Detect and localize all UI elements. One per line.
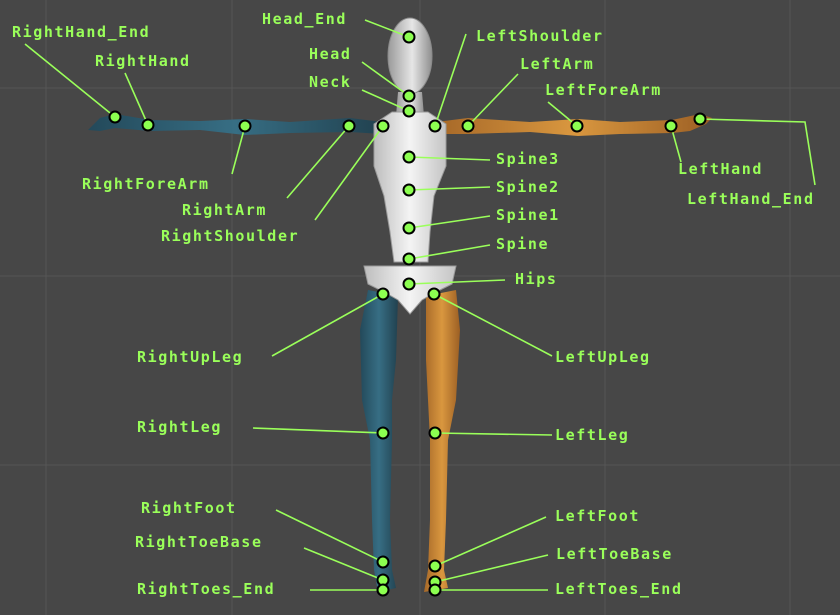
label-left-leg: LeftLeg <box>555 426 629 444</box>
label-right-foot: RightFoot <box>141 499 237 517</box>
label-hips: Hips <box>515 270 558 288</box>
joint-right-up-leg[interactable] <box>376 287 390 301</box>
joint-spine3[interactable] <box>402 150 416 164</box>
label-left-hand: LeftHand <box>678 160 763 178</box>
label-right-hand: RightHand <box>95 52 191 70</box>
joint-spine2[interactable] <box>402 183 416 197</box>
joint-head-end[interactable] <box>402 30 416 44</box>
joint-left-arm[interactable] <box>461 119 475 133</box>
label-right-shoulder: RightShoulder <box>161 227 299 245</box>
joint-markers <box>108 30 707 597</box>
joint-left-fore-arm[interactable] <box>570 119 584 133</box>
label-right-arm: RightArm <box>182 201 267 219</box>
joint-right-arm[interactable] <box>342 119 356 133</box>
label-spine2: Spine2 <box>496 178 560 196</box>
right-leg-mesh <box>360 290 398 592</box>
label-left-toe-base: LeftToeBase <box>556 545 673 563</box>
label-left-shoulder: LeftShoulder <box>476 27 604 45</box>
label-right-leg: RightLeg <box>137 418 222 436</box>
label-right-hand-end: RightHand_End <box>12 23 150 41</box>
joint-spine[interactable] <box>402 252 416 266</box>
label-right-toes-end: RightToes_End <box>137 580 275 598</box>
label-left-foot: LeftFoot <box>555 507 640 525</box>
label-left-up-leg: LeftUpLeg <box>555 348 651 366</box>
joint-left-up-leg[interactable] <box>427 287 441 301</box>
head-mesh <box>387 17 433 95</box>
label-left-arm: LeftArm <box>520 55 594 73</box>
label-right-up-leg: RightUpLeg <box>137 348 243 366</box>
label-right-toe-base: RightToeBase <box>135 533 263 551</box>
joint-left-leg[interactable] <box>428 426 442 440</box>
label-left-toes-end: LeftToes_End <box>555 580 683 598</box>
joint-left-hand[interactable] <box>664 119 678 133</box>
joint-left-foot[interactable] <box>428 559 442 573</box>
label-spine1: Spine1 <box>496 206 560 224</box>
label-head-end: Head_End <box>262 10 347 28</box>
label-right-fore-arm: RightForeArm <box>82 175 210 193</box>
leader-lines <box>24 19 816 591</box>
label-left-fore-arm: LeftForeArm <box>545 81 662 99</box>
joint-left-toes-end[interactable] <box>428 583 442 597</box>
label-neck: Neck <box>309 73 352 91</box>
joint-right-leg[interactable] <box>376 426 390 440</box>
joint-right-hand[interactable] <box>141 118 155 132</box>
joint-right-hand-end[interactable] <box>108 110 122 124</box>
joint-right-shoulder[interactable] <box>376 119 390 133</box>
joint-left-hand-end[interactable] <box>693 112 707 126</box>
joint-spine1[interactable] <box>402 221 416 235</box>
label-spine: Spine <box>496 235 549 253</box>
joint-right-foot[interactable] <box>376 555 390 569</box>
joint-left-shoulder[interactable] <box>428 119 442 133</box>
left-leg-mesh <box>424 290 460 592</box>
joint-right-toes-end[interactable] <box>376 583 390 597</box>
label-head: Head <box>309 45 352 63</box>
joint-hips[interactable] <box>402 277 416 291</box>
label-left-hand-end: LeftHand_End <box>687 190 815 208</box>
joint-right-fore-arm[interactable] <box>238 119 252 133</box>
joint-neck[interactable] <box>402 104 416 118</box>
right-arm-mesh <box>88 114 382 135</box>
joint-head[interactable] <box>402 89 416 103</box>
label-spine3: Spine3 <box>496 150 560 168</box>
